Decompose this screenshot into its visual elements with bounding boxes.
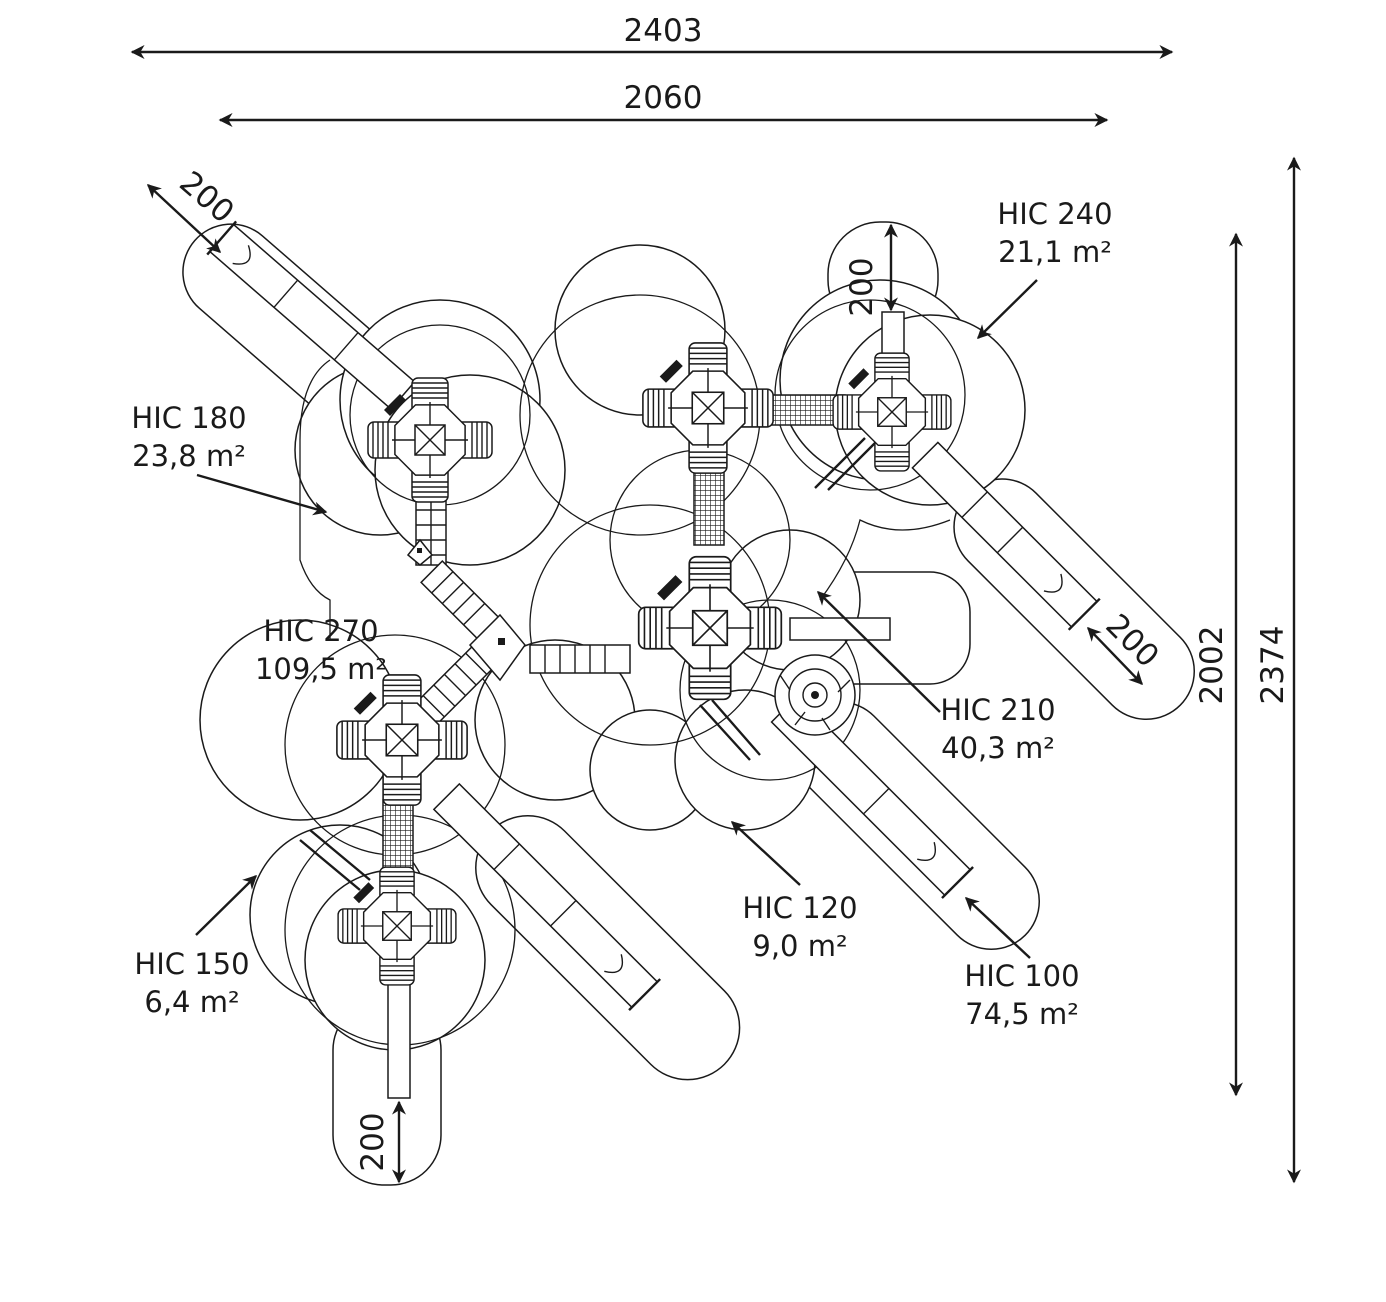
platform-tower [642,342,774,474]
hic-100-label: HIC 100 74,5 m² [964,897,1080,1031]
svg-text:6,4 m²: 6,4 m² [144,985,239,1019]
platform-tower [337,866,457,986]
bridge-center-horizontal [529,644,631,674]
svg-text:HIC 240: HIC 240 [997,197,1112,231]
svg-text:HIC 120: HIC 120 [742,891,857,925]
spiral-slide [774,654,856,736]
svg-text:HIC 100: HIC 100 [964,959,1079,993]
hic-210-label: HIC 210 40,3 m² [817,591,1056,765]
svg-text:23,8 m²: 23,8 m² [132,439,246,473]
platform-tower [336,674,468,806]
post-top-right [881,311,905,358]
hic-240-label: HIC 240 21,1 m² [977,197,1113,339]
svg-text:9,0 m²: 9,0 m² [752,929,847,963]
hic-270-label: HIC 270 109,5 m² [255,614,387,686]
hic-labels: HIC 240 21,1 m² HIC 180 23,8 m² HIC 270 … [131,197,1112,1031]
svg-text:HIC 210: HIC 210 [940,693,1055,727]
slide-right [911,441,1101,631]
dim-clearance-bottom: 200 [355,1112,391,1171]
dim-inner-height: 2002 [1194,626,1230,705]
svg-text:HIC 150: HIC 150 [134,947,249,981]
net-bridge-center [693,464,725,546]
svg-text:40,3 m²: 40,3 m² [941,731,1055,765]
slides [206,220,1101,1099]
platform-tower [367,377,493,503]
hic-120-label: HIC 120 9,0 m² [730,821,858,963]
slide-bottom-center [432,782,662,1012]
dim-inner-width: 2060 [624,80,703,116]
dim-overall-width: 2403 [624,13,703,49]
dim-clearance-top-right: 200 [844,257,880,316]
svg-text:74,5 m²: 74,5 m² [965,997,1079,1031]
bar-right [789,617,891,641]
connectors [382,394,846,886]
dim-overall-height: 2374 [1255,626,1291,705]
dim-clearance-top-left: 200 [172,164,240,230]
platform-tower [832,352,952,472]
platform-towers [336,342,952,986]
platform-tower [637,555,783,701]
slide-bottom [387,979,411,1099]
slide-top-left [206,220,416,411]
svg-text:HIC 270: HIC 270 [263,614,378,648]
svg-text:21,1 m²: 21,1 m² [998,235,1112,269]
svg-text:HIC 180: HIC 180 [131,401,246,435]
hic-150-label: HIC 150 6,4 m² [134,875,257,1019]
hic-180-label: HIC 180 23,8 m² [131,401,328,516]
svg-text:109,5 m²: 109,5 m² [255,652,387,686]
